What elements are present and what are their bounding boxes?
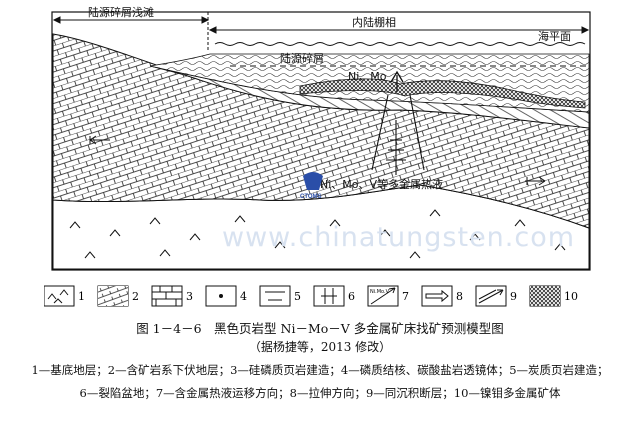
label-clastics: 陆源碎屑	[280, 51, 324, 65]
legend-item-8: 8	[421, 285, 463, 307]
basement-marks	[69, 209, 566, 259]
legend-item-10: 10	[529, 285, 578, 307]
ctoms-logo: CTOMS	[300, 172, 323, 200]
sea-surface	[214, 42, 586, 46]
legend-item-2: 2	[97, 285, 139, 307]
label-sea-level: 海平面	[538, 29, 571, 43]
legend-item-number: 7	[402, 290, 409, 303]
extension-arrows	[89, 135, 546, 186]
top-region-brackets	[52, 12, 590, 52]
figure-source: （据杨捷等，2013 修改）	[248, 340, 392, 354]
label-middle-region: 内陆棚相	[352, 15, 396, 29]
legend-item-3: 3	[151, 285, 193, 307]
legend-item-1: 1	[44, 285, 85, 307]
legend-item-7: Ni.Mo.V 7	[367, 285, 409, 307]
legend-caption-line-1: 1—基底地层；2—含矿岩系下伏地层；3—硅磷质页岩建造；4—磷质结核、碳酸盐岩透…	[31, 363, 609, 377]
watermark: www.chinatungsten.com	[222, 222, 576, 253]
legend: 1 2 3 4 5 6 Ni.Mo.V 7 8 9 10	[44, 285, 578, 307]
ni-mo-orebody	[299, 78, 586, 109]
figure-title: 图 1－4－6 黑色页岩型 Ni－Mo－V 多金属矿床找矿预测模型图	[136, 321, 504, 336]
rift-basin	[371, 94, 425, 175]
legend-item-number: 9	[510, 290, 517, 303]
legend-caption-line-2: 6—裂陷盆地；7—含金属热液运移方向；8—拉伸方向；9—同沉积断层；10—镍钼多…	[79, 386, 561, 400]
legend-item-number: 5	[294, 290, 301, 303]
legend-item-5: 5	[259, 285, 301, 307]
label-left-region: 陆源碎屑浅滩	[88, 5, 154, 19]
legend-item-text: Ni.Mo.V	[370, 289, 390, 295]
legend-item-4: 4	[205, 285, 247, 307]
legend-item-number: 3	[186, 290, 193, 303]
legend-item-number: 6	[348, 290, 355, 303]
label-ni-mo: Ni、Mo	[348, 70, 387, 83]
label-fluid: Ni、Mo、V等多金属热液	[320, 177, 443, 191]
legend-item-number: 8	[456, 290, 463, 303]
legend-item-number: 4	[240, 290, 247, 303]
legend-item-9: 9	[475, 285, 517, 307]
legend-item-number: 10	[564, 290, 578, 303]
legend-item-6: 6	[313, 285, 355, 307]
hydrothermal-arrow	[390, 70, 404, 92]
legend-item-number: 2	[132, 290, 139, 303]
svg-text:CTOMS: CTOMS	[300, 194, 322, 200]
legend-item-number: 1	[78, 290, 85, 303]
